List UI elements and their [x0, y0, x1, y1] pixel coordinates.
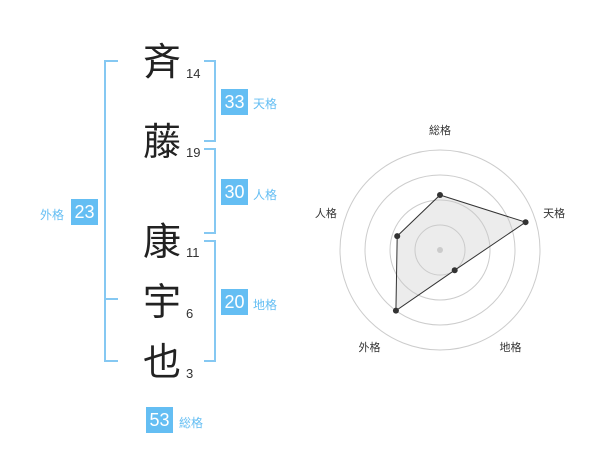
radar-center [437, 247, 443, 253]
radar-point-2 [522, 219, 529, 226]
gaikaku-label: 外格 [40, 208, 65, 222]
jinkaku-label: 人格 [253, 188, 278, 202]
radar-ring [414, 224, 466, 276]
stroke-count-4: 6 [186, 306, 194, 321]
soukaku-label: 総格 [179, 416, 204, 430]
gaikaku-bracket [104, 60, 118, 362]
radar-axis-label-1: 総格 [429, 123, 451, 137]
radar-ring [339, 149, 541, 351]
stroke-count-3: 11 [186, 245, 200, 260]
radar-point-1 [437, 192, 443, 198]
name-char-2: 藤 [142, 120, 181, 164]
name-char-1: 斉 [142, 40, 181, 84]
chikaku-label: 地格 [253, 298, 278, 312]
tenkaku-label: 天格 [253, 97, 278, 111]
radar-point-5 [394, 233, 401, 240]
stroke-count-1: 14 [186, 66, 201, 81]
stroke-count-5: 3 [186, 366, 194, 381]
radar-ring [364, 174, 516, 326]
tenkaku-bracket [204, 60, 216, 142]
radar-axis-label-3: 地格 [500, 340, 522, 354]
soukaku-badge: 53 [146, 407, 173, 433]
jinkaku-badge: 30 [221, 179, 248, 205]
stroke-count-2: 19 [186, 145, 201, 160]
radar-axis-label-2: 天格 [543, 206, 565, 220]
radar-point-3 [451, 267, 458, 274]
radar-axis-label-4: 外格 [358, 340, 380, 354]
name-char-3: 康 [142, 220, 181, 264]
radar-point-4 [392, 307, 399, 314]
radar-axis-label-5: 人格 [315, 206, 337, 220]
radar-area [395, 194, 527, 312]
radar-ring [389, 199, 491, 301]
gaikaku-badge: 23 [71, 199, 98, 225]
jinkaku-bracket [204, 148, 216, 234]
name-char-5: 也 [142, 340, 181, 384]
gaikaku-bracket-divider [104, 298, 118, 300]
tenkaku-badge: 33 [221, 89, 248, 115]
name-char-4: 宇 [142, 280, 181, 324]
chikaku-badge: 20 [221, 289, 248, 315]
chikaku-bracket [204, 240, 216, 362]
